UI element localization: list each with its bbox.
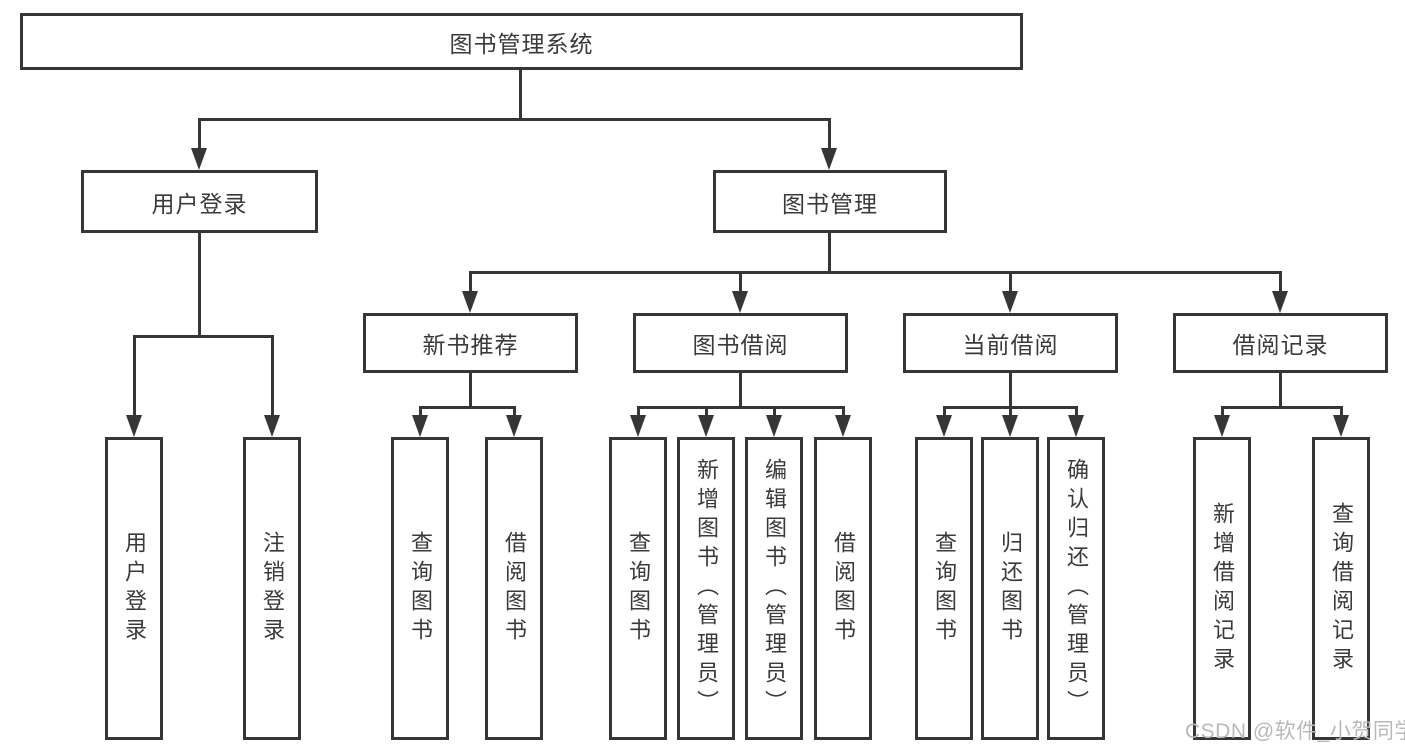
leaf-confirm-return-admin: 确认归还（管理员）	[1047, 437, 1105, 740]
connector-line	[828, 233, 831, 273]
node-root-label: 图书管理系统	[449, 30, 594, 57]
node-book-management: 图书管理	[713, 170, 947, 233]
node-current-borrowing-label: 当前借阅	[962, 332, 1059, 358]
leaf-query-books-3: 查询图书	[915, 437, 973, 740]
leaf-query-borrow-record: 查询借阅记录	[1312, 437, 1370, 740]
connector-line	[198, 233, 201, 337]
leaf-borrow-books-2-label: 借阅图书	[831, 530, 856, 647]
leaf-confirm-return-admin-label: 确认归还（管理员）	[1064, 458, 1089, 719]
leaf-edit-book-admin: 编辑图书（管理员）	[745, 437, 803, 740]
connector-line	[469, 271, 1282, 274]
connector-line	[1221, 406, 1224, 415]
leaf-logout: 注销登录	[243, 437, 301, 740]
arrow-down-icon	[835, 415, 851, 437]
leaf-query-books-3-label: 查询图书	[932, 530, 957, 647]
leaf-add-book-admin-label: 新增图书（管理员）	[694, 458, 719, 719]
arrow-down-icon	[936, 415, 952, 437]
node-user-login: 用户登录	[81, 170, 318, 233]
connector-line	[1279, 271, 1282, 291]
connector-line	[198, 118, 831, 121]
connector-line	[133, 335, 136, 415]
leaf-borrow-books-1: 借阅图书	[485, 437, 543, 740]
arrow-down-icon	[766, 415, 782, 437]
connector-line	[513, 406, 516, 415]
arrow-down-icon	[698, 415, 714, 437]
arrow-down-icon	[412, 415, 428, 437]
leaf-add-book-admin: 新增图书（管理员）	[677, 437, 735, 740]
connector-line	[1075, 406, 1078, 415]
leaf-add-borrow-record: 新增借阅记录	[1193, 437, 1251, 740]
connector-line	[469, 271, 472, 291]
leaf-query-books-1: 查询图书	[391, 437, 449, 740]
connector-line	[637, 406, 640, 415]
connector-line	[773, 406, 776, 415]
leaf-query-borrow-record-label: 查询借阅记录	[1329, 501, 1354, 676]
arrow-down-icon	[1068, 415, 1084, 437]
connector-line	[842, 406, 845, 415]
node-current-borrowing: 当前借阅	[903, 313, 1118, 373]
node-borrowing-records-label: 借阅记录	[1232, 332, 1329, 358]
connector-line	[1221, 406, 1343, 409]
node-new-book-recommendation: 新书推荐	[363, 313, 578, 373]
leaf-user-login: 用户登录	[105, 437, 163, 740]
node-book-borrowing-label: 图书借阅	[692, 332, 789, 358]
leaf-query-books-2: 查询图书	[609, 437, 667, 740]
connector-line	[1009, 406, 1012, 415]
connector-line	[705, 406, 708, 415]
leaf-query-books-2-label: 查询图书	[626, 530, 651, 647]
leaf-return-book-label: 归还图书	[998, 530, 1023, 647]
connector-line	[469, 373, 472, 408]
node-new-book-recommendation-label: 新书推荐	[422, 332, 519, 358]
arrow-down-icon	[732, 291, 748, 313]
leaf-add-borrow-record-label: 新增借阅记录	[1210, 501, 1235, 676]
leaf-return-book: 归还图书	[981, 437, 1039, 740]
connector-line	[1340, 406, 1343, 415]
leaf-query-books-1-label: 查询图书	[408, 530, 433, 647]
connector-line	[198, 118, 201, 148]
node-user-login-label: 用户登录	[151, 190, 248, 217]
connector-line	[637, 406, 845, 409]
node-book-borrowing: 图书借阅	[633, 313, 848, 373]
connector-line	[1279, 373, 1282, 408]
connector-line	[419, 406, 422, 415]
leaf-edit-book-admin-label: 编辑图书（管理员）	[762, 458, 787, 719]
arrow-down-icon	[1214, 415, 1230, 437]
arrow-down-icon	[821, 148, 837, 170]
arrow-down-icon	[1002, 415, 1018, 437]
arrow-down-icon	[1272, 291, 1288, 313]
node-borrowing-records: 借阅记录	[1173, 313, 1388, 373]
connector-line	[1009, 373, 1012, 408]
connector-line	[133, 335, 274, 338]
connector-line	[271, 335, 274, 415]
arrow-down-icon	[506, 415, 522, 437]
connector-line	[739, 271, 742, 291]
arrow-down-icon	[630, 415, 646, 437]
arrow-down-icon	[191, 148, 207, 170]
arrow-down-icon	[1002, 291, 1018, 313]
node-book-management-label: 图书管理	[782, 190, 878, 217]
arrow-down-icon	[1333, 415, 1349, 437]
connector-line	[519, 70, 522, 120]
connector-line	[419, 406, 516, 409]
csdn-watermark: CSDN @软件_小贺同学	[1185, 720, 1405, 743]
leaf-user-login-label: 用户登录	[122, 530, 147, 647]
connector-line	[739, 373, 742, 408]
leaf-borrow-books-2: 借阅图书	[814, 437, 872, 740]
node-root: 图书管理系统	[20, 13, 1023, 70]
arrow-down-icon	[126, 415, 142, 437]
arrow-down-icon	[264, 415, 280, 437]
arrow-down-icon	[462, 291, 478, 313]
connector-line	[1009, 271, 1012, 291]
leaf-borrow-books-1-label: 借阅图书	[502, 530, 527, 647]
connector-line	[943, 406, 946, 415]
leaf-logout-label: 注销登录	[260, 530, 285, 647]
connector-line	[828, 118, 831, 148]
